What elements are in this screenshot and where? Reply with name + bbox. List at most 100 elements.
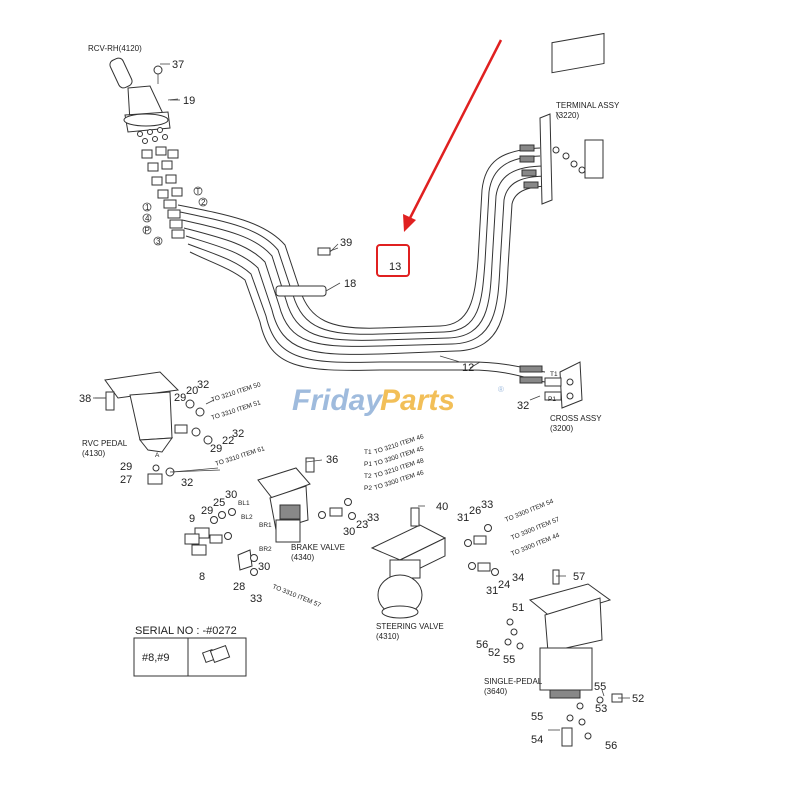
svg-text:STEERING VALVE: STEERING VALVE <box>376 622 444 631</box>
svg-text:BL2: BL2 <box>241 514 253 521</box>
svg-text:52: 52 <box>632 693 644 705</box>
pipe-bundle <box>177 147 553 383</box>
svg-text:(4310): (4310) <box>376 632 399 641</box>
svg-text:54: 54 <box>531 734 543 746</box>
svg-text:56: 56 <box>476 639 488 651</box>
svg-text:2: 2 <box>201 198 206 207</box>
svg-text:32: 32 <box>197 379 209 391</box>
svg-text:32: 32 <box>181 477 193 489</box>
svg-text:30: 30 <box>258 561 270 573</box>
svg-text:38: 38 <box>79 393 91 405</box>
svg-text:BR2: BR2 <box>259 546 272 553</box>
svg-text:32: 32 <box>517 400 529 412</box>
svg-text:CROSS ASSY: CROSS ASSY <box>550 414 602 423</box>
svg-text:12: 12 <box>462 362 474 374</box>
watermark-logo: Friday Parts ® <box>292 384 504 417</box>
svg-text:37: 37 <box>172 59 184 71</box>
svg-text:30: 30 <box>343 526 355 538</box>
highlight-box <box>376 244 410 277</box>
svg-text:18: 18 <box>344 278 356 290</box>
svg-text:P2: P2 <box>364 485 372 492</box>
svg-text:®: ® <box>498 385 504 394</box>
serial-table: SERIAL NO : -#0272 #8,#9 <box>133 625 247 677</box>
svg-text:1: 1 <box>145 203 150 212</box>
single-pedal <box>504 569 623 747</box>
svg-text:29: 29 <box>174 392 186 404</box>
svg-text:TO 3310 ITEM 57: TO 3310 ITEM 57 <box>271 583 322 609</box>
svg-text:(4130): (4130) <box>82 449 105 458</box>
svg-text:33: 33 <box>367 512 379 524</box>
svg-text:28: 28 <box>233 581 245 593</box>
port-labels: T 1 4 P 2 3 T1 P1 BL1 BL2 BR1 BR2 A <box>142 186 558 553</box>
svg-text:56: 56 <box>605 740 617 752</box>
red-arrow-icon <box>406 39 503 223</box>
rvc-pedal <box>93 371 221 485</box>
fitting-39 <box>317 247 339 256</box>
svg-text:34: 34 <box>512 572 524 584</box>
svg-text:30: 30 <box>225 489 237 501</box>
svg-text:T1: T1 <box>550 371 558 378</box>
svg-text:A: A <box>155 452 160 459</box>
svg-text:P: P <box>145 226 150 235</box>
svg-text:RCV-RH(4120): RCV-RH(4120) <box>88 44 142 53</box>
svg-text:53: 53 <box>595 703 607 715</box>
svg-text:52: 52 <box>488 647 500 659</box>
svg-text:(4340): (4340) <box>291 553 314 562</box>
svg-text:36: 36 <box>326 454 338 466</box>
brake-valve <box>184 457 356 576</box>
svg-text:TO 3310 ITEM 51: TO 3310 ITEM 51 <box>210 399 262 422</box>
svg-text:3: 3 <box>156 237 161 246</box>
svg-text:#8,#9: #8,#9 <box>142 652 170 664</box>
svg-text:31: 31 <box>486 585 498 597</box>
svg-text:T1: T1 <box>364 449 372 456</box>
svg-text:57: 57 <box>573 571 585 583</box>
component-labels: RCV-RH(4120) TERMINAL ASSY (3220) CROSS … <box>82 44 620 696</box>
highlight-annotation <box>376 39 503 277</box>
svg-text:55: 55 <box>531 711 543 723</box>
rcv-joystick <box>109 57 185 239</box>
svg-text:BR1: BR1 <box>259 522 272 529</box>
cross-assy <box>544 361 583 409</box>
svg-text:(3200): (3200) <box>550 424 573 433</box>
svg-text:20: 20 <box>186 385 198 397</box>
svg-text:26: 26 <box>469 505 481 517</box>
svg-text:33: 33 <box>481 499 493 511</box>
svg-text:(3220): (3220) <box>556 111 579 120</box>
svg-text:25: 25 <box>213 497 225 509</box>
svg-text:31: 31 <box>457 512 469 524</box>
svg-text:24: 24 <box>498 579 510 591</box>
svg-text:55: 55 <box>594 681 606 693</box>
svg-text:32: 32 <box>232 428 244 440</box>
svg-text:29: 29 <box>201 505 213 517</box>
svg-text:BRAKE VALVE: BRAKE VALVE <box>291 543 345 552</box>
svg-text:29: 29 <box>120 461 132 473</box>
svg-text:8: 8 <box>199 571 205 583</box>
terminal-assy <box>519 32 605 205</box>
leader-lines <box>95 63 630 731</box>
svg-text:40: 40 <box>436 501 448 513</box>
svg-text:19: 19 <box>183 95 195 107</box>
svg-text:Parts: Parts <box>380 384 455 417</box>
svg-text:22: 22 <box>222 435 234 447</box>
svg-text:BL1: BL1 <box>238 500 250 507</box>
svg-text:P1: P1 <box>548 396 556 403</box>
fitting-icon <box>201 644 231 664</box>
svg-text:33: 33 <box>250 593 262 605</box>
callouts: 37 19 39 18 13 12 32 38 29 20 32 22 29 3… <box>79 59 644 752</box>
svg-text:23: 23 <box>356 519 368 531</box>
pipe-12-fittings <box>469 361 543 384</box>
svg-text:SERIAL NO : -#0272: SERIAL NO : -#0272 <box>135 625 237 637</box>
svg-text:13: 13 <box>389 261 401 273</box>
svg-text:29: 29 <box>210 443 222 455</box>
svg-text:Friday: Friday <box>292 384 383 417</box>
svg-text:9: 9 <box>189 513 195 525</box>
svg-text:P1: P1 <box>364 461 372 468</box>
svg-text:27: 27 <box>120 474 132 486</box>
svg-text:(3640): (3640) <box>484 687 507 696</box>
svg-text:SINGLE-PEDAL: SINGLE-PEDAL <box>484 677 543 686</box>
steering-valve <box>370 507 499 619</box>
svg-text:T2: T2 <box>364 473 372 480</box>
svg-text:T: T <box>196 187 201 196</box>
svg-text:4: 4 <box>145 214 150 223</box>
